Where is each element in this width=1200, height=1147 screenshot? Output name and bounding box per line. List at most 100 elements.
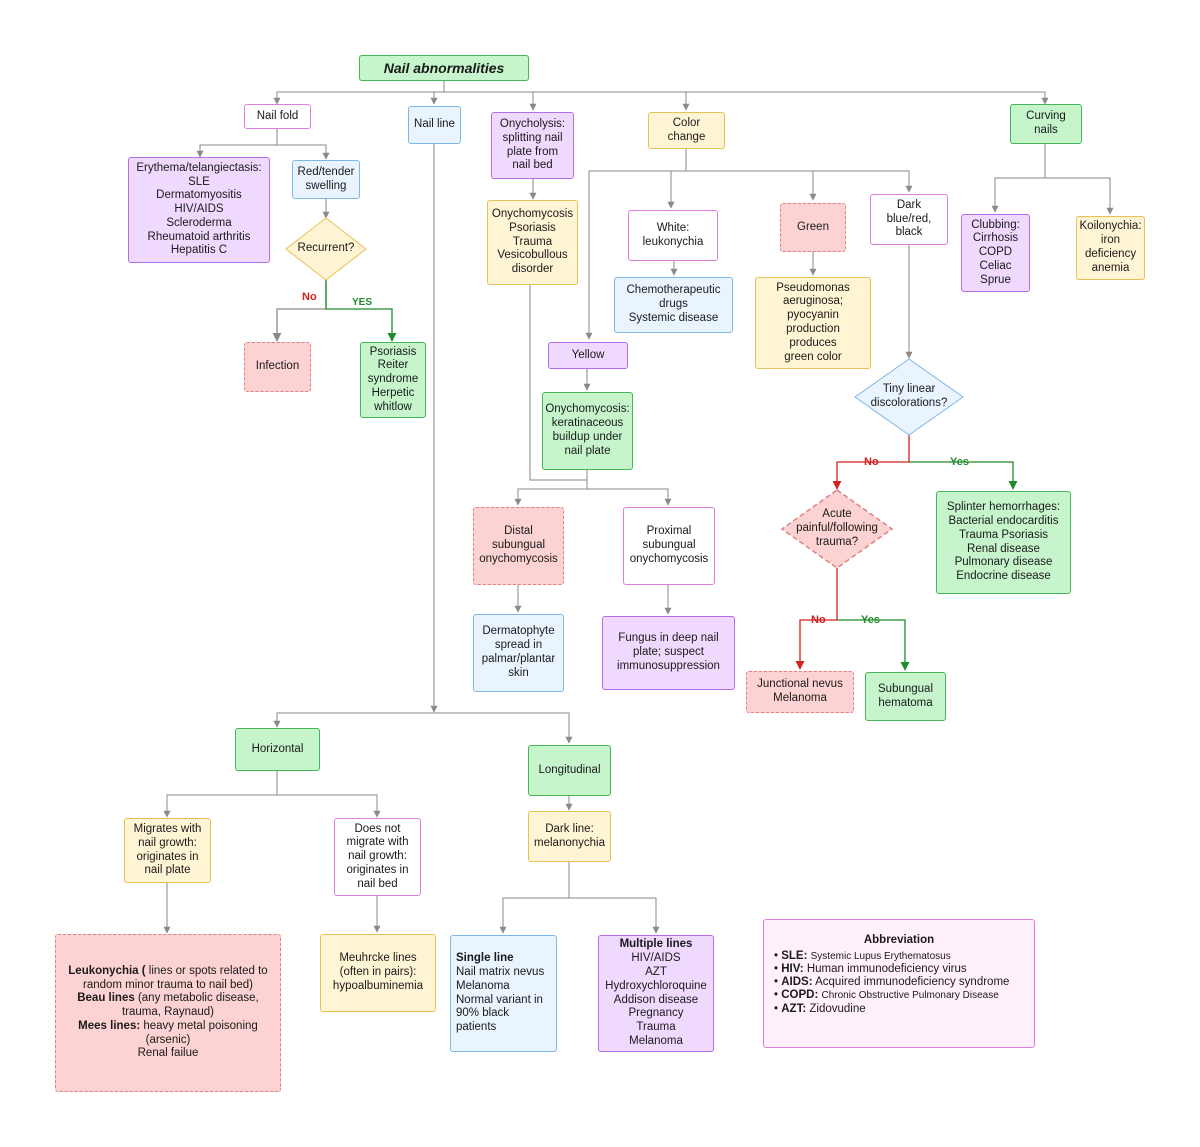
recurrent-no-label: No [302, 291, 317, 303]
distal-label: Distal subungual onychomycosis [479, 525, 558, 565]
onychomycosis-node[interactable]: Onychomycosis: keratinaceous buildup und… [542, 392, 633, 470]
pseudomonas-label: Pseudomonas aeruginosa; pyocyanin produc… [776, 281, 850, 363]
recurrent-label: Recurrent? [297, 242, 355, 255]
edge-recurrent-yes [325, 280, 397, 342]
color-change-label: Color change [667, 116, 706, 143]
junctional-nevus-node[interactable]: Junctional nevus Melanoma [746, 671, 854, 713]
edge-color-children [585, 149, 687, 340]
beau-desc: (any metabolic disease, trauma, Raynaud) [121, 992, 259, 1019]
multiple-lines-node[interactable]: Multiple lines HIV/AIDS AZT Hydroxychlor… [598, 935, 714, 1052]
leukonychia-desc: lines or spots related to random minor t… [82, 964, 268, 991]
edge-horizontal-children [163, 771, 278, 818]
abbr-row-sle: • SLE: Systemic Lupus Erythematosus [774, 949, 951, 962]
mees-term: Mees lines: [78, 1019, 141, 1032]
edge-root-nailfold [273, 80, 445, 105]
color-change-node[interactable]: Color change [648, 112, 725, 149]
onycholysis-causes-node[interactable]: Onychomycosis Psoriasis Trauma Vesicobul… [487, 200, 578, 285]
yellow-node[interactable]: Yellow [548, 342, 628, 369]
dark-line-label: Dark line: melanonychia [534, 822, 605, 849]
multiple-lines-content: Multiple lines HIV/AIDS AZT Hydroxychlor… [605, 938, 707, 1048]
edge-root-curving [444, 91, 1049, 105]
hematoma-label: Subungual hematoma [878, 682, 933, 709]
swelling-label: Red/tender swelling [297, 165, 355, 192]
edge-nailfold-erythema [196, 129, 278, 158]
nail-abnormalities-root[interactable]: Nail abnormalities [359, 55, 529, 81]
horizontal-label: Horizontal [251, 742, 304, 755]
meuhrcke-node[interactable]: Meuhrcke lines (often in pairs): hypoalb… [320, 934, 436, 1012]
recurrent-decision [285, 217, 367, 281]
pseudomonas-node[interactable]: Pseudomonas aeruginosa; pyocyanin produc… [755, 277, 871, 369]
edge-color-dark [813, 170, 913, 193]
edge-nailline-horizontal [273, 712, 434, 728]
abbr-row-copd: • COPD: Chronic Obstructive Pulmonary Di… [774, 989, 999, 1002]
koilonychia-label: Koilonychia: iron deficiency anemia [1079, 220, 1142, 274]
edge-merge-proximal [587, 488, 672, 506]
erythema-label: Erythema/telangiectasis: SLE Dermatomyos… [136, 161, 262, 257]
junctional-label: Junctional nevus Melanoma [757, 678, 843, 704]
edge-nailline-longitudinal [434, 712, 573, 744]
renal-failure-text: Renal failue [137, 1047, 199, 1060]
edge-darkline-multiple [569, 897, 660, 934]
edge-acute-yes [837, 619, 910, 671]
longitudinal-label: Longitudinal [538, 763, 601, 776]
does-not-migrate-node[interactable]: Does not migrate with nail growth: origi… [334, 818, 421, 896]
dark-blue-red-black-node[interactable]: Dark blue/red, black [870, 194, 948, 245]
recurrent-yes-label: YES [352, 297, 373, 308]
curving-label: Curving nails [1026, 110, 1066, 136]
tiny-yes-label: Yes [950, 456, 969, 468]
dermatophyte-label: Dermatophyte spread in palmar/plantar sk… [481, 625, 556, 679]
nail-fold-node[interactable]: Nail fold [244, 104, 311, 129]
infection-label: Infection [255, 360, 300, 373]
psoriasis-node[interactable]: Psoriasis Reiter syndrome Herpetic whitl… [360, 342, 426, 418]
leukonychia-term: Leukonychia ( [68, 964, 146, 977]
psoriasis-label: Psoriasis Reiter syndrome Herpetic whitl… [367, 345, 419, 413]
acute-painful-label: Acute painful/following trauma? [796, 508, 878, 548]
horizontal-node[interactable]: Horizontal [235, 728, 320, 771]
edge-tiny-yes [909, 461, 1018, 490]
clubbing-node[interactable]: Clubbing: Cirrhosis COPD Celiac Sprue [961, 214, 1030, 292]
dermatophyte-node[interactable]: Dermatophyte spread in palmar/plantar sk… [473, 614, 564, 692]
green-node[interactable]: Green [780, 203, 846, 252]
multiple-lines-title: Multiple lines [619, 938, 693, 951]
koilonychia-node[interactable]: Koilonychia: iron deficiency anemia [1076, 216, 1145, 280]
edge-acute-no [795, 568, 838, 670]
edge-horizontal-notmigrate [277, 794, 381, 818]
leukonychia-content: Leukonychia ( lines or spots related to … [59, 965, 277, 1062]
fungus-label: Fungus in deep nail plate; suspect immun… [617, 632, 720, 672]
abbr-row-aids: • AIDS: Acquired immunodeficiency syndro… [774, 976, 1010, 989]
curving-nails-node[interactable]: Curving nails [1010, 104, 1082, 144]
infection-node[interactable]: Infection [244, 342, 311, 392]
edge-tiny-no [832, 435, 910, 490]
yellow-label: Yellow [571, 348, 605, 361]
edge-curving-clubbing [991, 144, 1046, 213]
leukonychia-node[interactable]: Leukonychia ( lines or spots related to … [55, 934, 281, 1092]
fungus-node[interactable]: Fungus in deep nail plate; suspect immun… [602, 616, 735, 690]
edge-recurrent-no [272, 280, 327, 342]
mees-line: Mees lines: heavy metal poisoning (arsen… [59, 1020, 277, 1048]
nail-fold-label: Nail fold [256, 109, 299, 122]
splinter-hemorrhages-node[interactable]: Splinter hemorrhages: Bacterial endocard… [936, 491, 1071, 594]
white-leukonychia-node[interactable]: White: leukonychia [628, 210, 718, 261]
single-line-node[interactable]: Single line Nail matrix nevus Melanoma N… [450, 935, 557, 1052]
chemotherapeutic-node[interactable]: Chemotherapeutic drugs Systemic disease [614, 277, 733, 333]
single-line-body: Nail matrix nevus Melanoma Normal varian… [456, 965, 545, 1034]
longitudinal-node[interactable]: Longitudinal [528, 745, 611, 796]
acute-painful-decision [780, 489, 894, 569]
proximal-subungual-node[interactable]: Proximal subungual onychomycosis [623, 507, 715, 585]
beau-term: Beau lines [77, 992, 135, 1005]
erythema-node[interactable]: Erythema/telangiectasis: SLE Dermatomyos… [128, 157, 270, 263]
edge-root-color [444, 91, 690, 111]
nail-line-node[interactable]: Nail line [408, 106, 461, 144]
causes-label: Onychomycosis Psoriasis Trauma Vesicobul… [491, 208, 574, 276]
proximal-label: Proximal subungual onychomycosis [629, 525, 709, 565]
mees-desc: heavy metal poisoning (arsenic) [140, 1019, 258, 1046]
distal-subungual-node[interactable]: Distal subungual onychomycosis [473, 507, 564, 585]
edge-curving-koilonychia [1045, 177, 1114, 215]
onycholysis-node[interactable]: Onycholysis: splitting nail plate from n… [491, 112, 574, 179]
subungual-hematoma-node[interactable]: Subungual hematoma [865, 672, 946, 721]
migrates-node[interactable]: Migrates with nail growth: originates in… [124, 818, 211, 883]
red-tender-swelling-node[interactable]: Red/tender swelling [292, 160, 360, 199]
dark-line-node[interactable]: Dark line: melanonychia [528, 811, 611, 862]
abbr-row-azt: • AZT: Zidovudine [774, 1002, 866, 1015]
